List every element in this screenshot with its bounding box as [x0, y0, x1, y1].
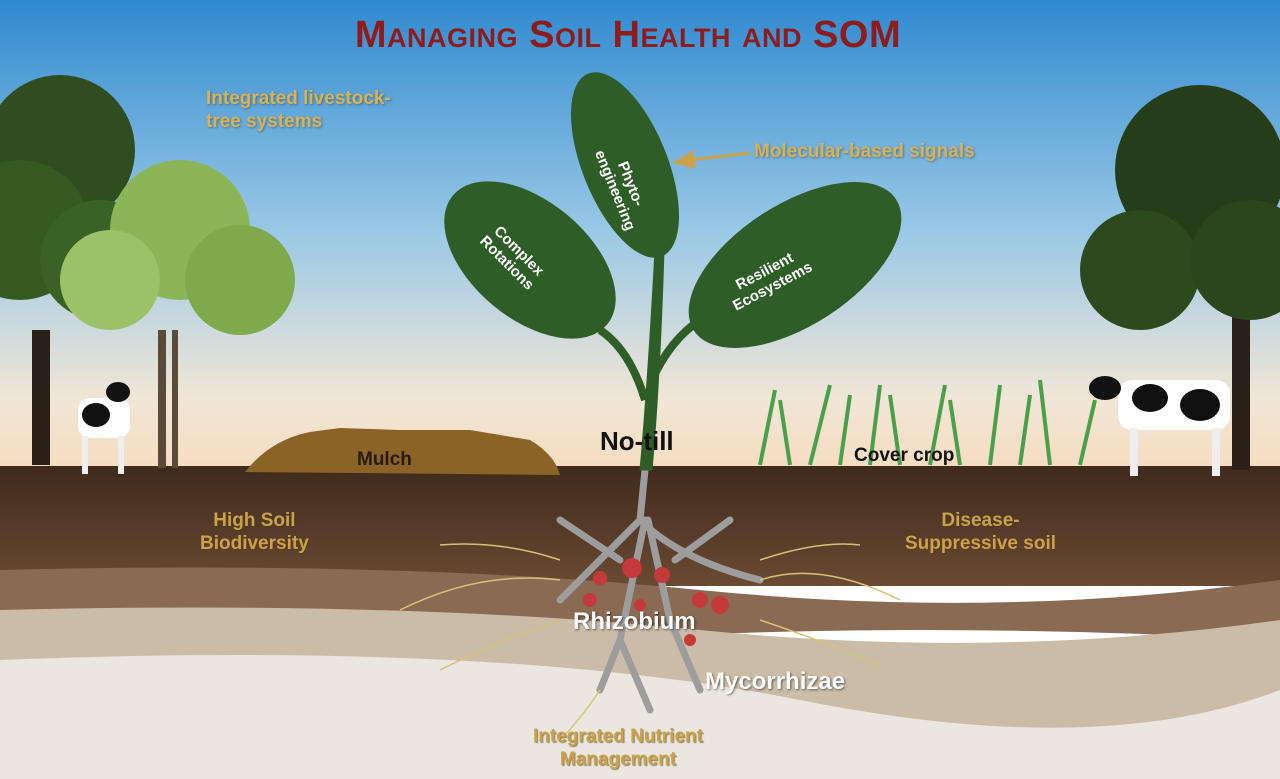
cow-icon	[1089, 376, 1230, 476]
plant	[444, 72, 902, 471]
leaf-center	[570, 72, 680, 258]
mulch-pile	[245, 428, 560, 475]
disease-suppressive-label: Disease- Suppressive soil	[905, 510, 1056, 556]
roots	[556, 466, 764, 714]
leaf-left	[444, 181, 616, 339]
fine-roots	[399, 543, 901, 741]
tree-icon	[60, 160, 295, 468]
cover-crop-label: Cover crop	[854, 445, 955, 466]
rhizobium-label: Rhizobium	[573, 608, 696, 635]
label-line: Integrated livestock-	[206, 88, 391, 109]
label-line: Suppressive soil	[905, 532, 1057, 554]
high-soil-biodiversity-label: High Soil Biodiversity	[200, 510, 309, 556]
rhizobium-nodules	[583, 558, 729, 646]
cover-crop-icon	[758, 379, 1097, 466]
integrated-livestock-label: Integrated livestock- tree systems	[206, 88, 391, 134]
label-line: Disease-	[941, 510, 1020, 531]
label-line: tree systems	[206, 110, 323, 132]
tree-icon	[1080, 85, 1280, 470]
label-line: Management	[559, 748, 677, 770]
cow-icon	[78, 382, 130, 474]
mycorrhizae-label: Mycorrhizae	[705, 668, 846, 695]
label-line: Biodiversity	[200, 532, 309, 554]
page-title: Managing Soil Health and SOM	[354, 14, 902, 56]
arrow-icon	[672, 150, 751, 170]
no-till-label: No-till	[600, 426, 674, 456]
mulch-label: Mulch	[357, 449, 412, 470]
leaf-right	[688, 182, 902, 348]
label-line: High Soil	[213, 510, 296, 531]
label-line: Integrated Nutrient	[533, 726, 703, 747]
bedrock-pale	[0, 655, 1280, 779]
integrated-nutrient-label: Integrated Nutrient Management	[533, 726, 703, 772]
molecular-signals-label: Molecular-based signals	[754, 141, 975, 162]
